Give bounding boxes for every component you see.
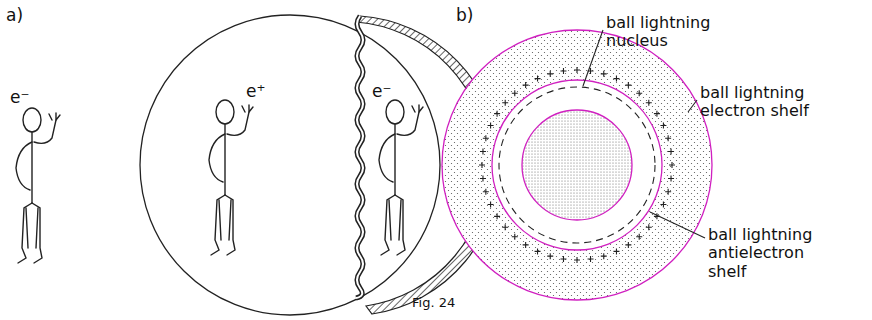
plus-sign [625, 242, 631, 248]
plus-charges [479, 67, 675, 263]
plus-sign [535, 248, 541, 254]
part-label: ball lightning electron shelf [700, 84, 828, 121]
plus-sign [502, 100, 508, 106]
plus-sign [560, 256, 566, 262]
part-label: ball lightning antielectron shelf [708, 226, 836, 281]
plus-sign [669, 162, 675, 168]
plus-sign [660, 123, 666, 129]
plus-sign [601, 71, 607, 77]
plus-sign [547, 253, 553, 259]
nucleus-circle [522, 110, 632, 220]
panel-letter: b) [456, 6, 473, 26]
plus-sign [646, 100, 652, 106]
plus-sign [488, 201, 494, 207]
plus-sign [535, 76, 541, 82]
plus-sign [636, 90, 642, 96]
plus-sign [665, 189, 671, 195]
figure-caption: Fig. 24 [412, 296, 455, 311]
person-figure [379, 100, 423, 255]
plus-sign [479, 162, 485, 168]
plus-sign [654, 111, 660, 117]
plus-sign [646, 224, 652, 230]
plus-sign [480, 148, 486, 154]
plus-sign [601, 253, 607, 259]
leader-line [688, 100, 697, 112]
plus-sign [588, 256, 594, 262]
plus-sign [480, 176, 486, 182]
plus-sign [560, 68, 566, 74]
leader-line [583, 30, 603, 86]
particle-label: e⁻ [10, 88, 29, 108]
plus-sign [660, 201, 666, 207]
plus-sign [613, 248, 619, 254]
plus-sign [574, 67, 580, 73]
plus-sign [625, 82, 631, 88]
plus-sign [523, 242, 529, 248]
person-figure [16, 108, 60, 263]
plus-sign [483, 135, 489, 141]
wavy-boundary [356, 16, 363, 298]
person-figure [209, 100, 253, 255]
plus-sign [665, 135, 671, 141]
plus-sign [574, 257, 580, 263]
plus-sign [494, 111, 500, 117]
plus-sign [668, 148, 674, 154]
wavy-boundary-inner [356, 16, 363, 298]
plus-sign [512, 90, 518, 96]
particle-label: e⁻ [372, 82, 391, 102]
leader-line [650, 212, 705, 238]
plus-sign [636, 234, 642, 240]
plus-sign [668, 176, 674, 182]
dashed-circle [499, 87, 655, 243]
plus-sign [502, 224, 508, 230]
panel-letter: a) [6, 6, 23, 26]
plus-sign [547, 71, 553, 77]
part-label: ball lightning nucleus [606, 14, 734, 51]
world-circle [140, 15, 440, 315]
plus-sign [523, 82, 529, 88]
plus-sign [512, 234, 518, 240]
plus-sign [483, 189, 489, 195]
plus-sign [494, 213, 500, 219]
particle-label: e⁺ [246, 82, 265, 102]
plus-sign [613, 76, 619, 82]
outer-shell [442, 30, 712, 300]
plus-sign [488, 123, 494, 129]
middle-shell [492, 80, 662, 250]
